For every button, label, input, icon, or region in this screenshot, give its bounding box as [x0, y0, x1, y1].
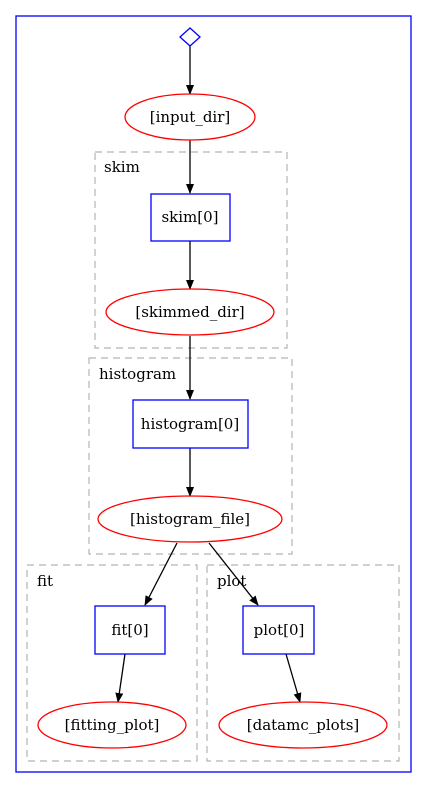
node-label-histogram_file: [histogram_file] [130, 510, 250, 528]
cluster-fit: fit [26, 564, 198, 762]
cluster-skim: skim [94, 151, 288, 349]
cluster-label-fit: fit [37, 572, 53, 590]
node-label-datamc_plots: [datamc_plots] [247, 716, 360, 734]
node-label-input_dir: [input_dir] [150, 108, 231, 126]
node-label-fit0: fit[0] [111, 621, 148, 639]
node-histogram_file: [histogram_file] [97, 495, 283, 543]
node-label-plot0: plot[0] [254, 621, 305, 639]
node-fitting_plot: [fitting_plot] [37, 701, 187, 749]
cluster-label-plot: plot [217, 572, 246, 590]
edge-fit0-to-fitting_plot [115, 653, 126, 703]
node-label-histogram0: histogram[0] [141, 415, 239, 433]
node-label-skim0: skim[0] [161, 208, 218, 226]
edges [115, 46, 302, 703]
cluster-label-histogram: histogram [99, 365, 176, 383]
outer-graph-border [15, 15, 412, 773]
cluster-plot: plot [206, 564, 400, 762]
node-fit0: fit[0] [94, 605, 166, 655]
edge-histogram_file-to-plot0 [208, 542, 259, 606]
node-datamc_plots: [datamc_plots] [218, 701, 388, 749]
node-histogram0: histogram[0] [132, 399, 249, 449]
node-skimmed_dir: [skimmed_dir] [105, 288, 275, 336]
edge-histogram_file-to-fit0 [144, 542, 178, 606]
node-label-fitting_plot: [fitting_plot] [65, 716, 160, 734]
node-skim0: skim[0] [150, 193, 231, 242]
node-plot0: plot[0] [242, 605, 315, 655]
edge-plot0-to-datamc_plots [285, 653, 302, 703]
start-diamond-node [179, 27, 201, 47]
node-input_dir: [input_dir] [124, 93, 256, 141]
cluster-label-skim: skim [104, 158, 140, 176]
node-label-skimmed_dir: [skimmed_dir] [135, 303, 244, 321]
